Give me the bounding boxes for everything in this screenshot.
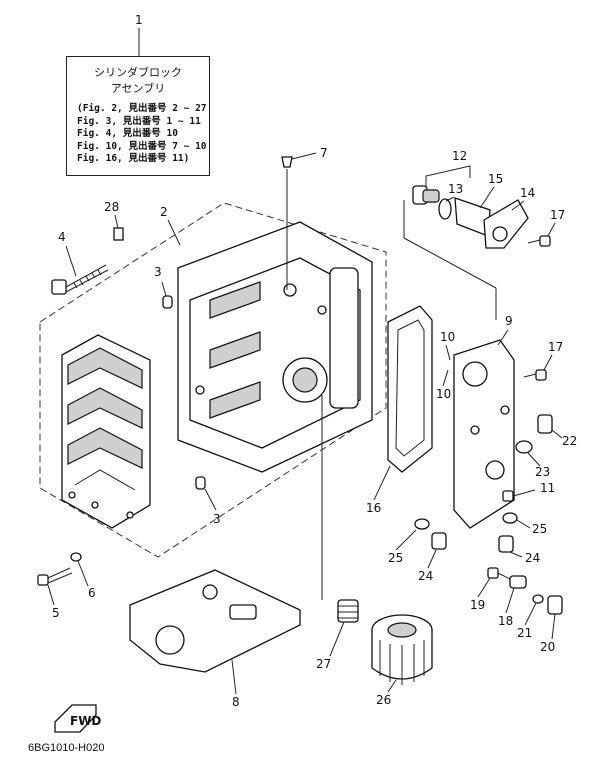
o-ring-part [515, 440, 533, 454]
callout-2: 2 [160, 205, 168, 219]
callout-5: 5 [52, 606, 60, 620]
note-line: Fig. 10, 見出番号 7 ~ 10 [77, 140, 207, 152]
bolt-part [51, 264, 109, 295]
note-line: Fig. 4, 見出番号 10 [77, 128, 178, 139]
callout-17a: 17 [550, 208, 565, 222]
callout-24a: 24 [525, 551, 540, 565]
forward-arrow-icon: FWD [54, 704, 101, 733]
dowel-pin-part [162, 295, 173, 309]
thermostat-cover-part [483, 199, 529, 249]
callout-24b: 24 [418, 569, 433, 583]
plug-part [547, 595, 563, 615]
callout-22: 22 [562, 434, 577, 448]
callout-13: 13 [448, 182, 463, 196]
note-title-line-1: シリンダブロック [94, 66, 182, 79]
callout-3a: 3 [154, 265, 162, 279]
callout-1: 1 [135, 13, 143, 27]
callout-10a: 10 [440, 330, 455, 344]
callout-25b: 25 [388, 551, 403, 565]
callout-20: 20 [540, 640, 555, 654]
bolt-part [37, 567, 73, 586]
gasket-part [387, 305, 433, 473]
bolt-part [487, 567, 511, 580]
anode-part [281, 156, 293, 168]
callout-6: 6 [88, 586, 96, 600]
callout-18: 18 [498, 614, 513, 628]
exhaust-cover-part [453, 339, 515, 529]
callout-19: 19 [470, 598, 485, 612]
callout-14: 14 [520, 186, 535, 200]
gasket-part [129, 569, 301, 673]
callout-15: 15 [488, 172, 503, 186]
oil-filter-part [371, 614, 433, 685]
washer-part [502, 512, 518, 524]
callout-25a: 25 [532, 522, 547, 536]
note-line: Fig. 16, 見出番号 11) [77, 153, 190, 164]
o-ring-part [532, 594, 544, 604]
callout-16: 16 [366, 501, 381, 515]
callout-27: 27 [316, 657, 331, 671]
washer-part [414, 518, 430, 530]
fwd-label: FWD [70, 714, 101, 728]
note-reference-list: (Fig. 2, 見出番号 2 ~ 27 Fig. 3, 見出番号 1 ~ 11… [77, 103, 209, 166]
gasket-part [438, 198, 452, 220]
thermostat-part [412, 185, 440, 205]
callout-9: 9 [505, 314, 513, 328]
bolt-part [523, 369, 547, 381]
callout-21: 21 [517, 626, 532, 640]
callout-10b: 10 [436, 387, 451, 401]
collar-part [509, 575, 527, 589]
callout-3b: 3 [213, 512, 221, 526]
bolt-part [527, 235, 551, 247]
cylinder-block-part [61, 334, 151, 529]
dowel-pin-part [195, 476, 206, 490]
callout-11: 11 [540, 481, 555, 495]
note-line: (Fig. 2, 見出番号 2 ~ 27 [77, 103, 207, 114]
callout-23: 23 [535, 465, 550, 479]
callout-26: 26 [376, 693, 391, 707]
plug-part [537, 414, 553, 434]
callout-4: 4 [58, 230, 66, 244]
plug-part [498, 535, 514, 553]
oil-filter-fitting-part [337, 599, 359, 623]
callout-12: 12 [452, 149, 467, 163]
note-title-line-2: アセンブリ [110, 82, 166, 95]
callout-7: 7 [320, 146, 328, 160]
callout-8: 8 [232, 695, 240, 709]
note-line: Fig. 3, 見出番号 1 ~ 11 [77, 115, 201, 127]
diagram-code: 6BG1010-H020 [28, 742, 105, 754]
crankcase-part [177, 221, 373, 473]
plug-part [431, 532, 447, 550]
callout-28: 28 [104, 200, 119, 214]
assembly-outline [39, 202, 387, 558]
washer-part [70, 552, 82, 562]
bolt-part [502, 489, 536, 502]
plug-part [113, 227, 124, 241]
callout-17b: 17 [548, 340, 563, 354]
note-box: シリンダブロック アセンブリ (Fig. 2, 見出番号 2 ~ 27 Fig.… [66, 56, 210, 176]
